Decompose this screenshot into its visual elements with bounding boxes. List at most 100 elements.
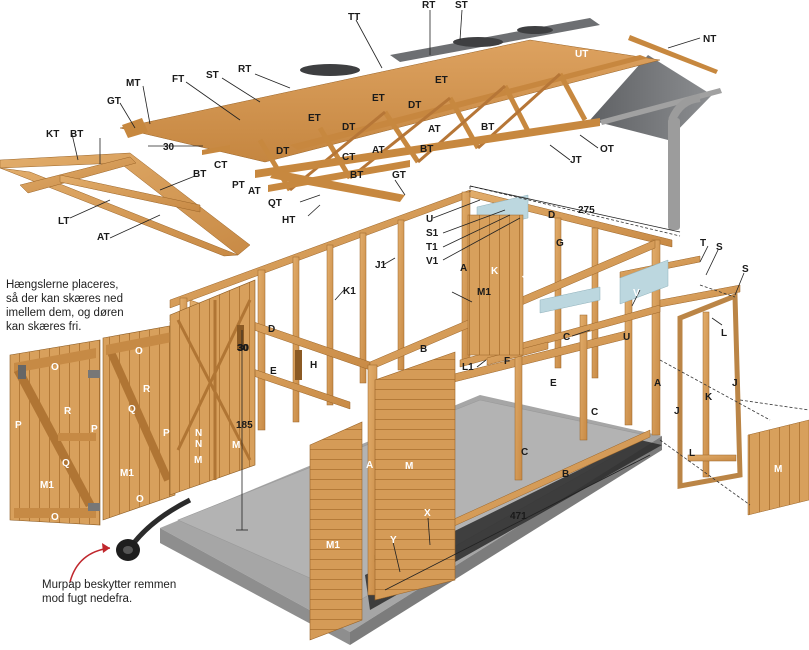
label-wall: U <box>623 332 630 343</box>
dimension-labels: 30 275 30 <box>163 142 595 354</box>
label-door: R <box>143 384 151 395</box>
label-wall: L1 <box>462 362 474 373</box>
label-wall: A <box>163 314 170 325</box>
hinge-note-line: imellem dem, og døren <box>6 307 124 319</box>
label-wall: C <box>563 332 570 343</box>
label-roof: BT <box>350 170 363 181</box>
label-roof: ET <box>308 113 321 124</box>
label-roof: BT <box>481 122 494 133</box>
label-roof: UT <box>575 49 588 60</box>
dimension-471: 471 <box>510 511 527 522</box>
label-wall: V1 <box>426 256 439 267</box>
label-roof: QT <box>268 198 282 209</box>
label-wall: J <box>522 270 528 281</box>
dimension-275: 275 <box>578 205 595 216</box>
label-roof: PT <box>232 180 245 191</box>
label-wall: V <box>633 288 640 299</box>
label-gable: AT <box>97 232 110 243</box>
label-roof: GT <box>392 170 406 181</box>
label-roof: TT <box>348 12 360 23</box>
roof-labels: TT RT ST NT UT ET ET DT AT BT OT JT MT F… <box>107 0 716 226</box>
label-wall: T1 <box>426 242 438 253</box>
label-door: M <box>232 440 240 451</box>
label-wall: K <box>491 266 499 277</box>
label-wall: J <box>674 406 680 417</box>
label-roof: ST <box>206 70 219 81</box>
roofing-note-line: Murpap beskytter remmen <box>42 579 177 591</box>
label-door: Q <box>128 404 136 415</box>
label-wall: H <box>310 360 317 371</box>
label-door: O <box>51 362 59 373</box>
roofing-note: Murpap beskytter remmen mod fugt nedefra… <box>42 578 212 606</box>
label-wall: J <box>732 378 738 389</box>
roofing-pointer-arrow <box>69 547 111 583</box>
label-roof: ET <box>435 75 448 86</box>
door-labels: O R P Q P M1 O O R Q P M1 O N N M M L A … <box>15 346 527 551</box>
label-roof: NT <box>703 34 716 45</box>
label-gable: BT <box>193 169 206 180</box>
label-door: P <box>15 420 22 431</box>
label-roof: AT <box>248 186 261 197</box>
label-roof: GT <box>107 96 121 107</box>
label-wall: E <box>270 366 277 377</box>
label-wall: K <box>705 392 713 403</box>
label-wall: J1 <box>375 260 387 271</box>
label-roof: RT <box>422 0 435 11</box>
dimension-lines <box>148 145 681 591</box>
hinge-note: Hængslerne placeres, så der kan skæres n… <box>6 278 166 334</box>
label-wall: U <box>426 214 433 225</box>
label-wall: B <box>420 344 427 355</box>
label-door: M <box>194 455 202 466</box>
label-door: O <box>135 346 143 357</box>
label-door: P <box>91 424 98 435</box>
label-roof: OT <box>600 144 614 155</box>
label-roof: BT <box>420 144 433 155</box>
label-door: Y <box>390 535 397 546</box>
hinge-note-line: Hængslerne placeres, <box>6 279 119 291</box>
label-wall: S <box>716 242 723 253</box>
label-wall: M <box>774 464 782 475</box>
label-wall: B <box>562 469 569 480</box>
label-gable: BT <box>70 129 83 140</box>
label-roof: ET <box>372 93 385 104</box>
label-gable: UT <box>117 173 130 184</box>
label-door: O <box>51 512 59 523</box>
label-roof: DT <box>276 146 289 157</box>
label-door: N <box>195 428 202 439</box>
label-wall: S1 <box>426 228 439 239</box>
label-wall: C <box>591 407 598 418</box>
right-end-wall <box>619 255 809 516</box>
label-wall: S <box>742 264 749 275</box>
label-wall: G <box>556 238 564 249</box>
label-roof: AT <box>428 124 441 135</box>
label-door: O <box>136 494 144 505</box>
hinge-note-line: kan skæres fri. <box>6 321 82 333</box>
label-roof: MT <box>126 78 140 89</box>
label-door: R <box>64 406 72 417</box>
dimension-30-roof: 30 <box>163 142 175 153</box>
label-door: M1 <box>120 468 134 479</box>
label-roof: RT <box>238 64 251 75</box>
label-roof: DT <box>408 100 421 111</box>
front-cladding-panel <box>309 351 456 641</box>
label-wall: A <box>654 378 661 389</box>
label-door: M <box>405 461 413 472</box>
label-door: P <box>163 428 170 439</box>
label-wall: M1 <box>477 287 491 298</box>
label-door: M1 <box>40 480 54 491</box>
gable-labels: KT BT UT BT LT AT <box>46 129 206 243</box>
gable-truss <box>0 152 251 257</box>
label-gable: KT <box>46 129 59 140</box>
label-wall: D <box>548 210 555 221</box>
roofing-note-line: mod fugt nedefra. <box>42 593 133 605</box>
label-roof: CT <box>214 160 227 171</box>
label-door: N <box>195 439 202 450</box>
roof-structure <box>119 18 722 230</box>
label-roof: JT <box>570 155 582 166</box>
label-wall: K1 <box>343 286 356 297</box>
roofing-pointer-head <box>102 543 110 553</box>
label-wall: L <box>721 328 727 339</box>
label-wall: C <box>521 447 528 458</box>
label-wall: F <box>504 356 510 367</box>
